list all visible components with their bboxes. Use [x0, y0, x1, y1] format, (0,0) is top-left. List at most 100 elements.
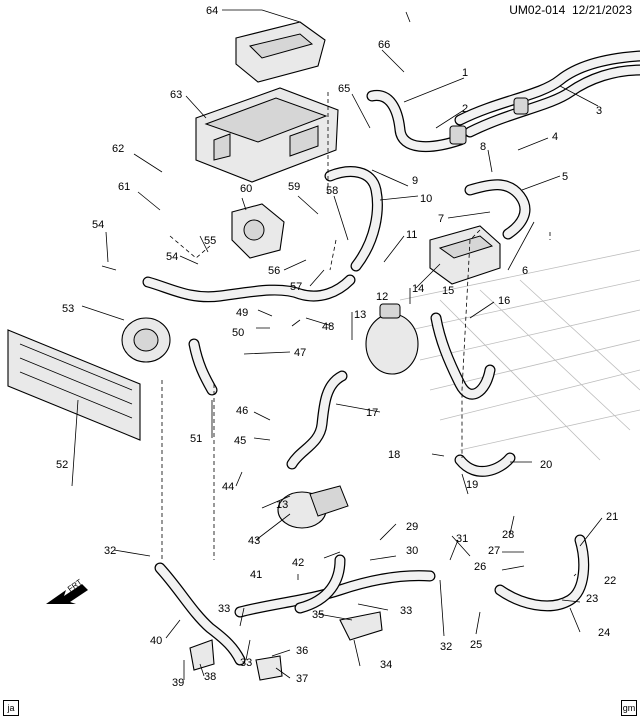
- part-15-heater-unit: [429, 225, 501, 285]
- hose-bundle-upper-right: [366, 50, 640, 153]
- callout-56: 56: [268, 265, 280, 277]
- callout-7: 7: [438, 213, 444, 225]
- part-64-module-cover: [222, 9, 326, 83]
- callout-2: 2: [462, 103, 468, 115]
- callout-24: 24: [598, 627, 610, 639]
- callout-33-repeat-a: 33: [218, 603, 230, 615]
- hose-10: [324, 166, 383, 272]
- header-doc-info: UM02-014 12/21/2023: [509, 3, 632, 17]
- callout-36: 36: [296, 645, 308, 657]
- footer-badge-right: gm: [621, 700, 637, 716]
- hose-19: [454, 452, 516, 477]
- callout-16: 16: [498, 295, 510, 307]
- part-37-bracket: [255, 655, 283, 681]
- hose-42-assembly: [234, 554, 436, 618]
- callout-65: 65: [338, 83, 350, 95]
- callout-42: 42: [292, 557, 304, 569]
- vehicle-floor-outline: [399, 249, 640, 461]
- part-53-pump: [121, 317, 171, 363]
- hose-24: [494, 534, 590, 612]
- callout-numbers: 1 2 3 4 5 6 7 8 9 10 11 12 13 14 15 16 1…: [56, 5, 618, 689]
- callout-39: 39: [172, 677, 184, 689]
- forward-arrow-icon: FRT: [46, 577, 88, 604]
- callout-40: 40: [150, 635, 162, 647]
- footer-badge-left: ja: [3, 700, 19, 716]
- callout-49: 49: [236, 307, 248, 319]
- callout-45: 45: [234, 435, 246, 447]
- callout-57: 57: [290, 281, 302, 293]
- part-14-coolant-reservoir: [365, 303, 419, 375]
- callout-64: 64: [206, 5, 218, 17]
- part-34-bracket: [339, 611, 383, 641]
- callout-62: 62: [112, 143, 124, 155]
- callout-5: 5: [562, 171, 568, 183]
- callout-58: 58: [326, 185, 338, 197]
- dashed-connection-lines: [161, 92, 551, 560]
- callout-48: 48: [322, 321, 334, 333]
- callout-44: 44: [222, 481, 234, 493]
- part-39-bracket: [189, 639, 215, 671]
- callout-12: 12: [376, 291, 388, 303]
- callout-41: 41: [250, 569, 262, 581]
- callout-37: 37: [296, 673, 308, 685]
- callout-34: 34: [380, 659, 392, 671]
- callout-25: 25: [470, 639, 482, 651]
- callout-8: 8: [480, 141, 486, 153]
- callout-20: 20: [540, 459, 552, 471]
- hose-40: [154, 562, 246, 666]
- hose-12: [142, 274, 356, 303]
- callout-52: 52: [56, 459, 68, 471]
- callout-26: 26: [474, 561, 486, 573]
- callout-35: 35: [312, 609, 324, 621]
- callout-32-repeat: 32: [104, 545, 116, 557]
- callout-13: 13: [354, 309, 366, 321]
- callout-54-repeat: 54: [166, 251, 178, 263]
- part-60-pump: [231, 203, 285, 259]
- doc-id: UM02-014: [509, 3, 566, 17]
- callout-6: 6: [522, 265, 528, 277]
- callout-1: 1: [462, 67, 468, 79]
- callout-27: 27: [488, 545, 500, 557]
- callout-55: 55: [204, 235, 216, 247]
- callout-4: 4: [552, 131, 558, 143]
- callout-63: 63: [170, 89, 182, 101]
- part-52-radiator: [7, 329, 141, 441]
- callout-23: 23: [586, 593, 598, 605]
- hose-17: [286, 370, 348, 470]
- callout-21: 21: [606, 511, 618, 523]
- part-63-power-module: [195, 87, 339, 183]
- callout-13-repeat: 13: [276, 499, 288, 511]
- callout-60: 60: [240, 183, 252, 195]
- callout-47: 47: [294, 347, 306, 359]
- doc-date: 12/21/2023: [571, 3, 632, 17]
- callout-51: 51: [190, 433, 202, 445]
- callout-17: 17: [366, 407, 378, 419]
- callout-10: 10: [420, 193, 432, 205]
- callout-59: 59: [288, 181, 300, 193]
- callout-14: 14: [412, 283, 424, 295]
- callout-53: 53: [62, 303, 74, 315]
- callout-38: 38: [204, 671, 216, 683]
- callout-leaders: [71, 11, 603, 680]
- callout-33: 33: [400, 605, 412, 617]
- callout-32: 32: [440, 641, 452, 653]
- callout-33-repeat-b: 33: [240, 657, 252, 669]
- callout-18: 18: [388, 449, 400, 461]
- hose-51: [188, 338, 218, 396]
- callout-28: 28: [502, 529, 514, 541]
- callout-15: 15: [442, 285, 454, 297]
- callout-11: 11: [406, 229, 417, 241]
- callout-61: 61: [118, 181, 130, 193]
- callout-46: 46: [236, 405, 248, 417]
- callout-50: 50: [232, 327, 244, 339]
- callout-30: 30: [406, 545, 418, 557]
- callout-54: 54: [92, 219, 104, 231]
- hose-5: [464, 179, 531, 240]
- callout-19: 19: [466, 479, 478, 491]
- callout-66: 66: [378, 39, 390, 51]
- callout-3: 3: [596, 105, 602, 117]
- callout-43: 43: [248, 535, 260, 547]
- hose-16: [430, 312, 496, 400]
